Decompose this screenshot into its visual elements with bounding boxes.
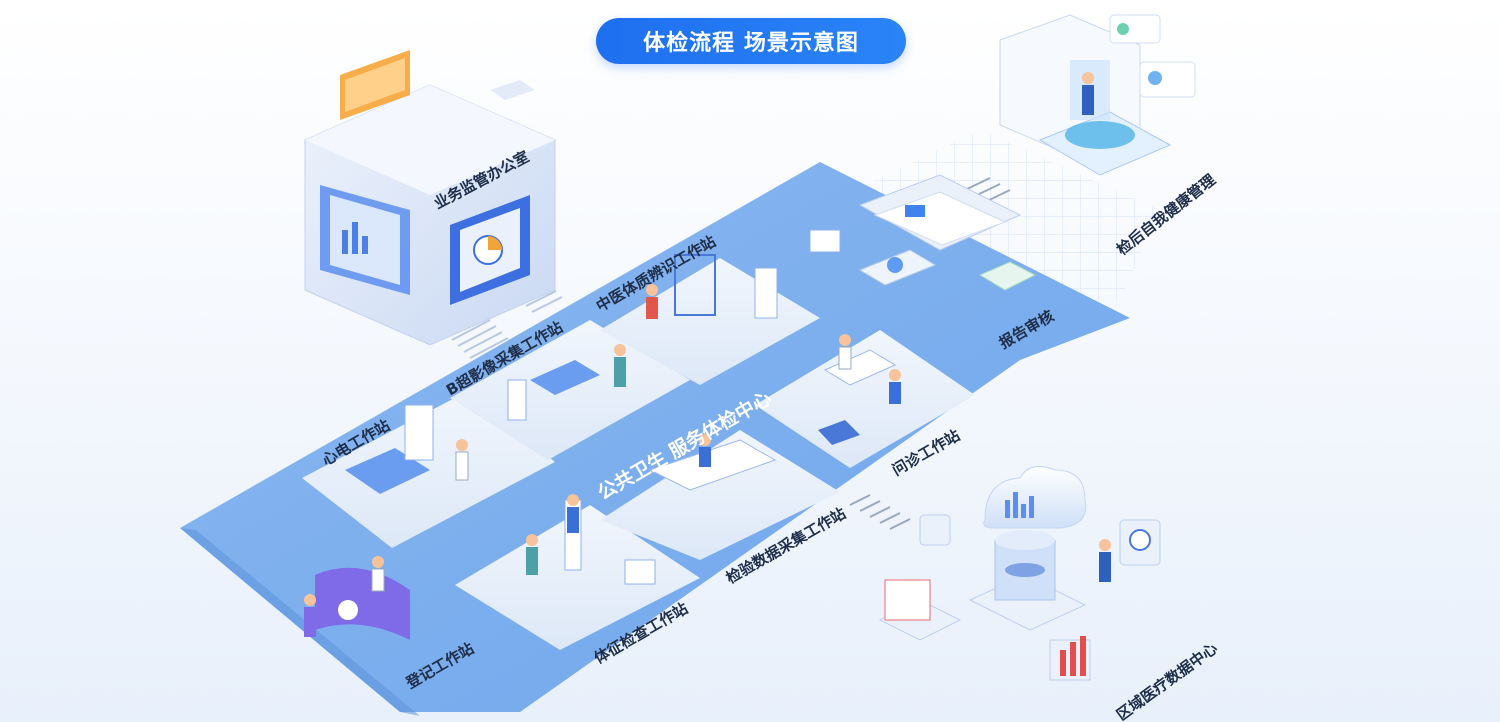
tile-lab xyxy=(600,430,840,560)
physical-station-props xyxy=(526,494,656,585)
main-platform xyxy=(180,162,1130,712)
ultrasound-station-props xyxy=(507,344,626,421)
registration-desk xyxy=(304,556,410,640)
ecg-station-props xyxy=(345,404,469,494)
tcm-station-props xyxy=(646,254,778,319)
tile-physical xyxy=(455,505,700,650)
consult-station-props xyxy=(818,334,901,445)
platform-edge xyxy=(180,528,420,716)
stairs-to-datacenter xyxy=(849,494,911,530)
tile-ecg xyxy=(302,390,555,548)
tile-ultrasound xyxy=(450,320,690,460)
report-review-module xyxy=(809,174,1037,291)
supervision-office xyxy=(304,50,556,346)
lab-station-props xyxy=(648,434,777,491)
tile-consult xyxy=(755,330,975,468)
self-management-module xyxy=(999,14,1196,176)
page-title: 体检流程 场景示意图 xyxy=(596,18,906,64)
regional-data-center xyxy=(878,465,1161,681)
